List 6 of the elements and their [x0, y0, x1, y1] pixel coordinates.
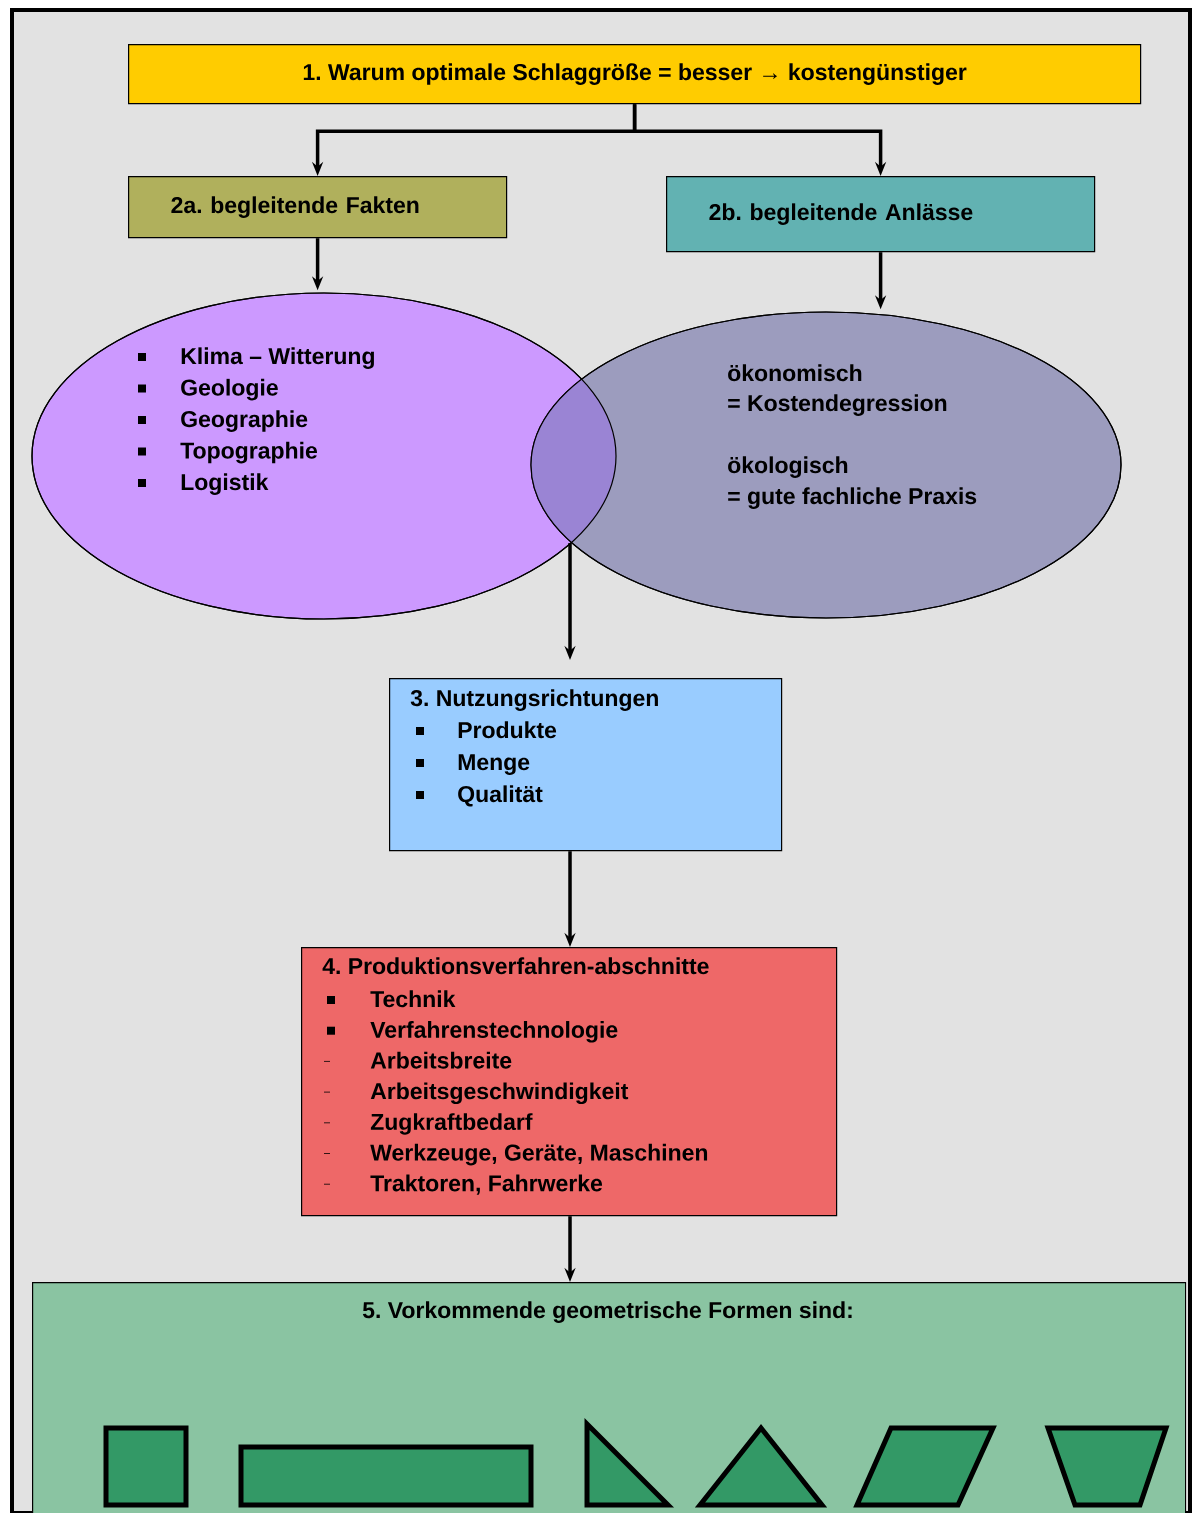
process-box: 3. Nutzungsrichtungen Produkte Menge Qualität	[389, 678, 783, 852]
process-box: 4. Produktionsverfahren-abschnitte Technik Verfahrenstechnologie Arbeitsbreite Arbeitsgeschwindigkeit Zugkraftbedarf Werkzeuge, Geräte, Maschinen Traktoren, Fahrwerke	[301, 947, 838, 1217]
title-box: 1. Warum optimale Schlaggröße = besser → kostengünstiger	[128, 44, 1142, 105]
category-box: 2a. begleitende Fakten	[128, 176, 508, 239]
shapes-panel: 5. Vorkommende geometrische Formen sind:	[32, 1282, 1187, 1513]
category-box: 2b. begleitende Anlässe	[666, 176, 1096, 253]
